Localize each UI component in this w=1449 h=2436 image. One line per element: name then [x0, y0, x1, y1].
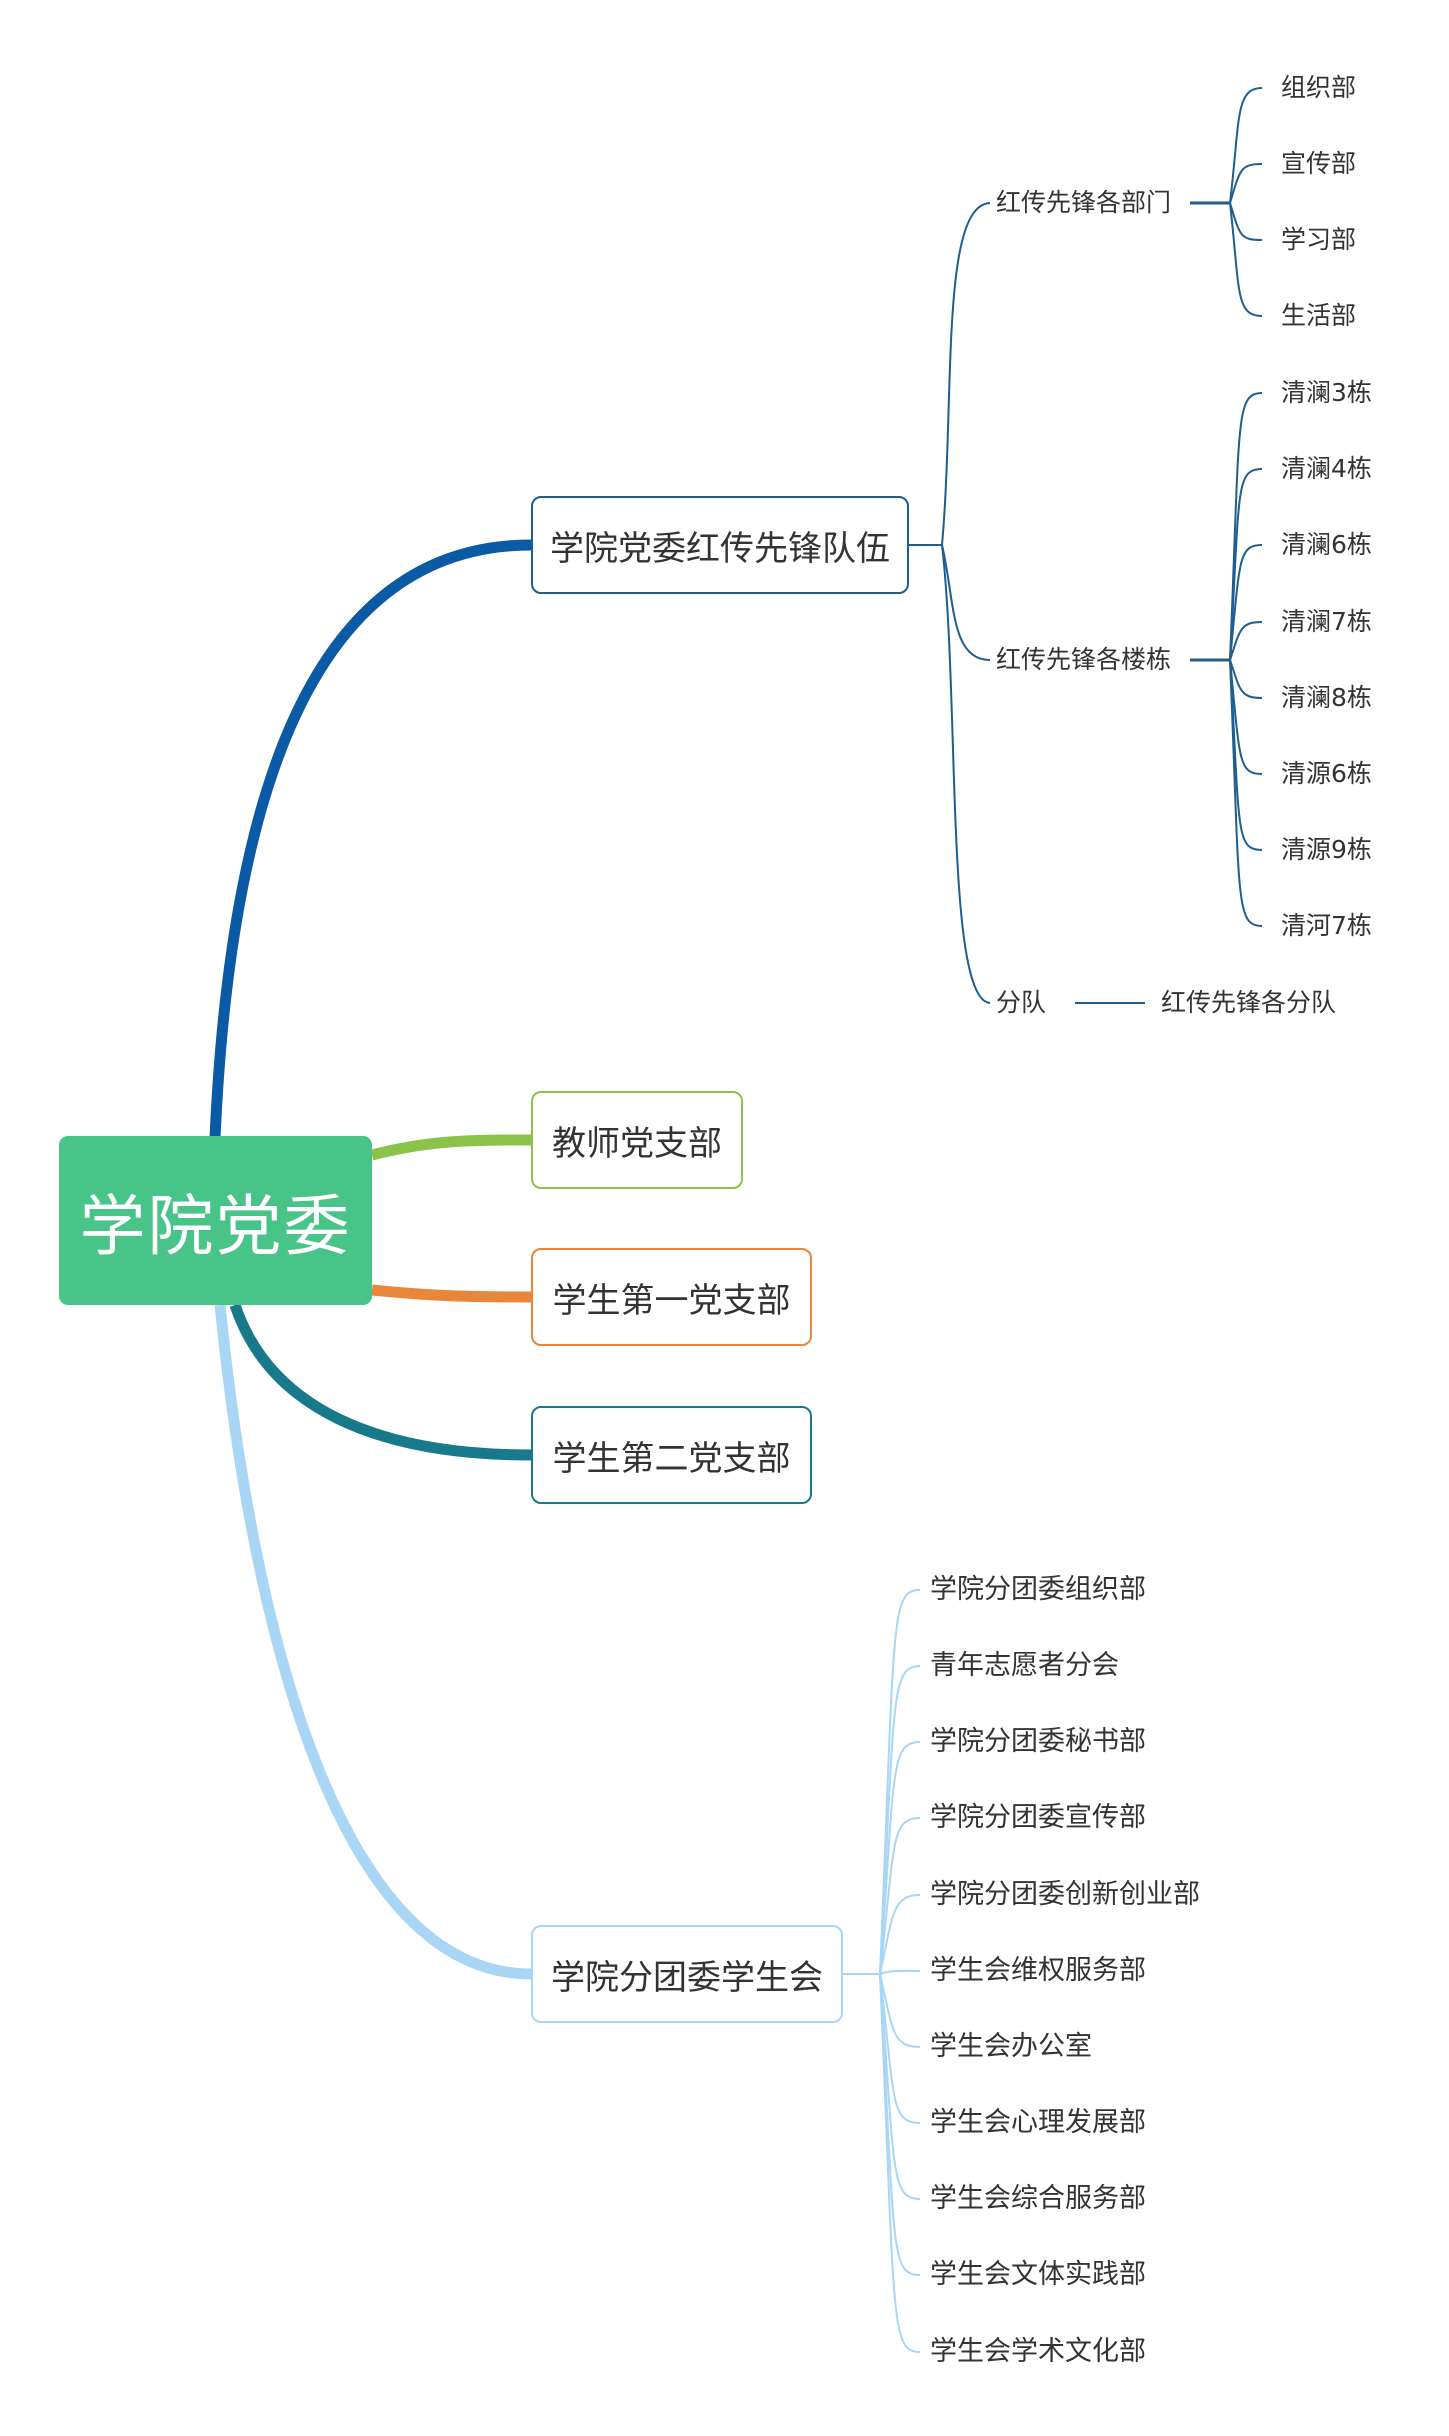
branch-line-second — [229, 1303, 532, 1461]
node-student-second-branch[interactable]: 学生第二党支部 — [531, 1406, 812, 1504]
leaf-league-dept[interactable]: 学院分团委秘书部 — [930, 1726, 1146, 1757]
leaf-building[interactable]: 清河7栋 — [1281, 911, 1372, 940]
branch-line-first — [371, 1284, 532, 1303]
leaf-league-dept[interactable]: 学生会维权服务部 — [930, 1955, 1146, 1986]
leaf-league-dept[interactable]: 学院分团委创新创业部 — [930, 1879, 1200, 1910]
leaf-league-dept[interactable]: 学院分团委组织部 — [930, 1574, 1146, 1605]
branch-line-league — [214, 1304, 532, 1980]
leaf-building[interactable]: 清澜6栋 — [1281, 530, 1372, 559]
leaf-league-dept[interactable]: 学生会心理发展部 — [930, 2107, 1146, 2138]
leaf-league-dept[interactable]: 学生会学术文化部 — [930, 2336, 1146, 2367]
node-vanguard[interactable]: 学院党委红传先锋队伍 — [531, 496, 909, 594]
leaf-building[interactable]: 清源6栋 — [1281, 759, 1372, 788]
leaf-league-dept[interactable]: 青年志愿者分会 — [930, 1650, 1119, 1681]
vanguard-to-squads — [941, 544, 991, 1004]
leaf-department[interactable]: 生活部 — [1281, 301, 1357, 330]
node-teacher-branch[interactable]: 教师党支部 — [531, 1091, 743, 1189]
node-squads-child[interactable]: 红传先锋各分队 — [1161, 988, 1337, 1017]
leaf-league-dept[interactable]: 学院分团委宣传部 — [930, 1802, 1146, 1833]
leaf-league-dept[interactable]: 学生会综合服务部 — [930, 2183, 1146, 2214]
vanguard-to-buildings — [941, 544, 991, 661]
leaf-department[interactable]: 组织部 — [1281, 73, 1357, 102]
branch-line-vanguard — [209, 539, 537, 1144]
leaf-building[interactable]: 清澜4栋 — [1281, 454, 1372, 483]
branch-line-teacher — [370, 1134, 532, 1161]
leaf-department[interactable]: 宣传部 — [1281, 149, 1357, 178]
node-buildings[interactable]: 红传先锋各楼栋 — [996, 645, 1172, 674]
vanguard-to-departments — [941, 202, 991, 546]
node-departments[interactable]: 红传先锋各部门 — [996, 188, 1172, 217]
leaf-building[interactable]: 清澜8栋 — [1281, 683, 1372, 712]
node-squads[interactable]: 分队 — [996, 988, 1047, 1017]
leaf-building[interactable]: 清源9栋 — [1281, 835, 1372, 864]
leaf-department[interactable]: 学习部 — [1281, 225, 1357, 254]
leaf-league-dept[interactable]: 学生会办公室 — [930, 2031, 1092, 2062]
node-student-first-branch[interactable]: 学生第一党支部 — [531, 1248, 812, 1346]
leaf-league-dept[interactable]: 学生会文体实践部 — [930, 2259, 1146, 2290]
leaf-building[interactable]: 清澜7栋 — [1281, 607, 1372, 636]
root-node[interactable]: 学院党委 — [59, 1136, 372, 1305]
node-league-union[interactable]: 学院分团委学生会 — [531, 1925, 843, 2023]
leaf-building[interactable]: 清澜3栋 — [1281, 378, 1372, 407]
